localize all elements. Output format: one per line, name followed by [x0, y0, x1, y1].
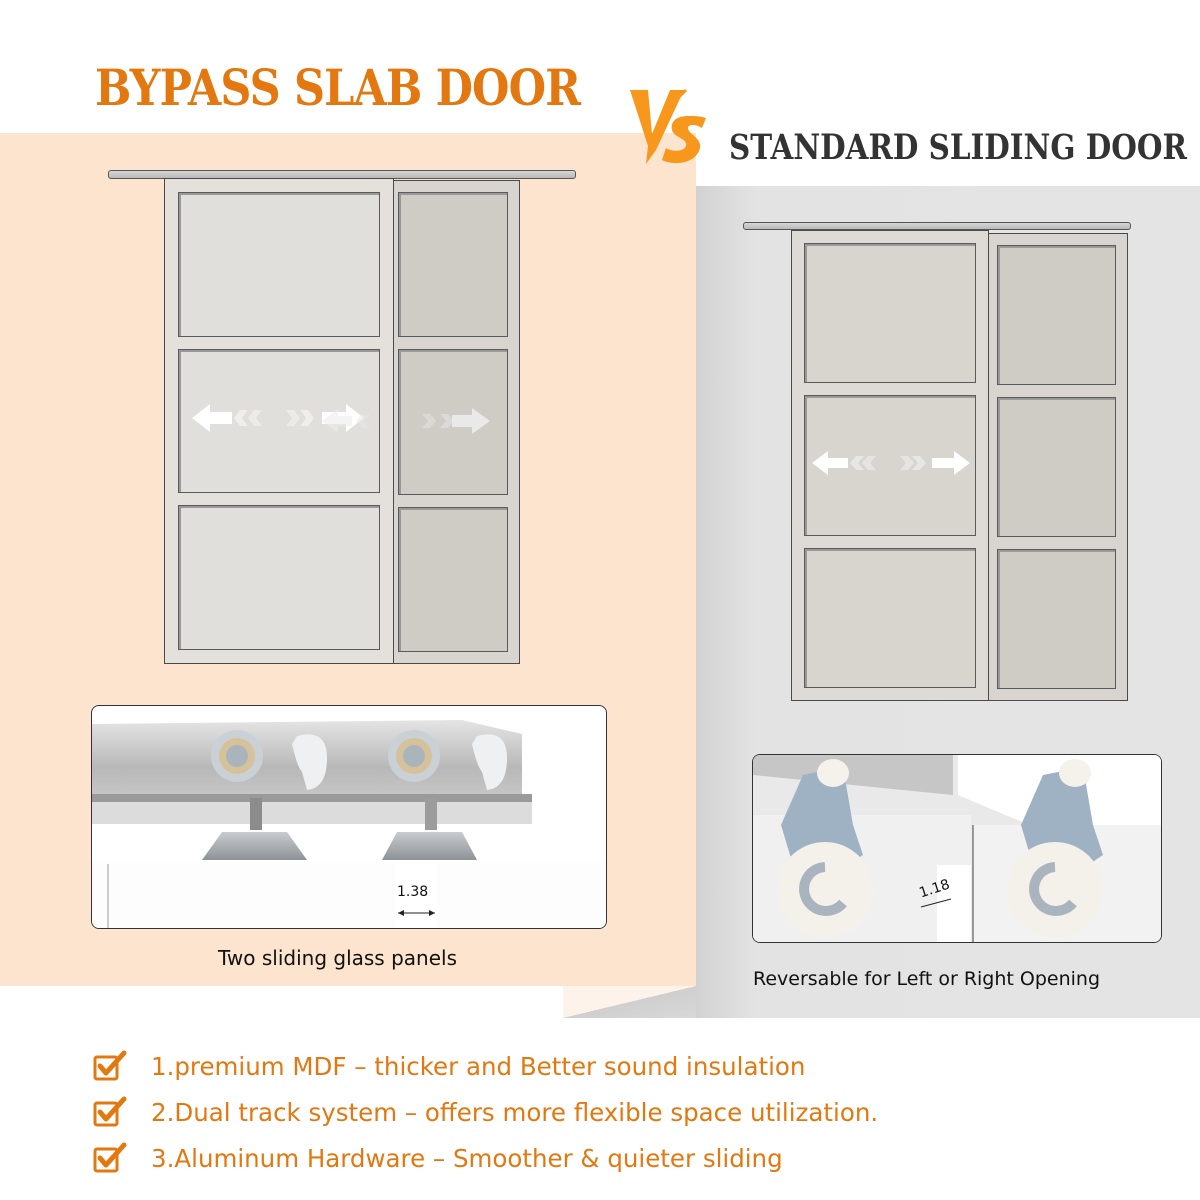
features-list: 1.premium MDF – thicker and Better sound… [93, 1043, 893, 1181]
top-track-rail [743, 222, 1131, 230]
feature-text: 2.Dual track system – offers more flexib… [151, 1097, 879, 1127]
roller-track-graphic [92, 720, 606, 928]
glass-pane [997, 397, 1116, 537]
bracket [777, 759, 1103, 938]
roller-wheel [211, 730, 507, 790]
double-headed-arrow-icon [812, 451, 970, 475]
bypass-door-title: BYPASS SLAB DOOR [95, 58, 581, 117]
feature-text: 3.Aluminum Hardware – Smoother & quieter… [151, 1143, 783, 1173]
glass-pane [804, 547, 976, 688]
glass-pane [997, 245, 1116, 385]
feature-text: 1.premium MDF – thicker and Better sound… [151, 1051, 806, 1081]
checkbox-checked-icon [93, 1142, 127, 1173]
dimension-label: 1.38 [397, 884, 429, 900]
standard-door-title: STANDARD SLIDING DOOR [729, 127, 1187, 168]
glass-pane [398, 192, 508, 338]
page-fold-decoration [563, 986, 696, 1018]
roller-bracket-graphic [753, 755, 1161, 942]
feature-item: 2.Dual track system – offers more flexib… [93, 1089, 893, 1135]
glass-pane [178, 505, 380, 651]
checkbox-checked-icon [93, 1050, 127, 1081]
glass-pane [997, 549, 1116, 689]
feature-item: 3.Aluminum Hardware – Smoother & quieter… [93, 1135, 893, 1181]
reversible-hardware-photo: 1.18 [752, 754, 1162, 943]
left-caption: Two sliding glass panels [218, 946, 457, 970]
glass-pane [398, 506, 508, 652]
glass-pane [178, 192, 380, 337]
right-caption: Reversable for Left or Right Opening [753, 968, 1101, 990]
back-door-panel [985, 233, 1128, 701]
feature-item: 1.premium MDF – thicker and Better sound… [93, 1043, 893, 1089]
vs-icon [630, 88, 706, 164]
checkbox-checked-icon [93, 1096, 127, 1127]
glass-pane [804, 243, 976, 384]
dual-track-hardware-photo: 1.38 [91, 705, 607, 929]
double-headed-arrow-icon [322, 408, 490, 434]
